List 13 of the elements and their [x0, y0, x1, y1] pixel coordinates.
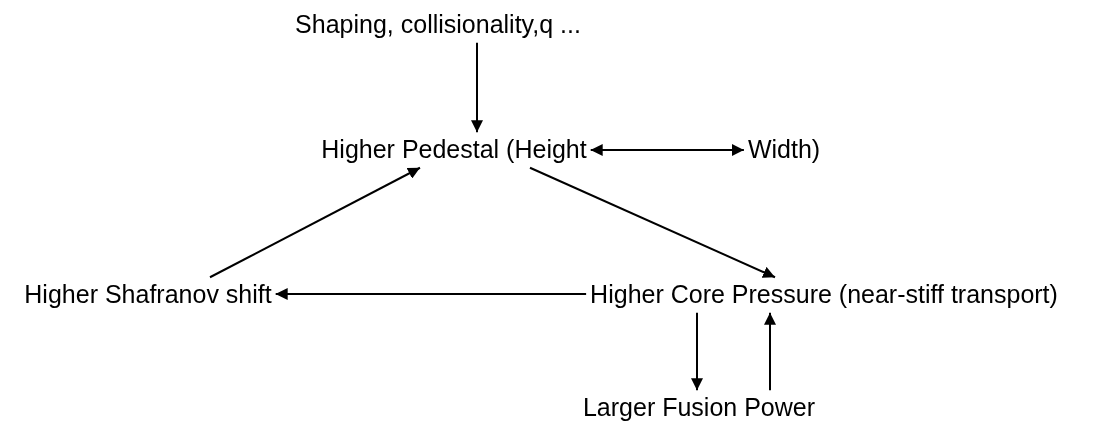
node-label: Shaping, collisionality,q ... — [295, 11, 581, 39]
node-label: Higher Core Pressure (near-stiff transport) — [590, 281, 1058, 309]
node-label: Width) — [747, 136, 821, 164]
arrow — [529, 166, 776, 279]
node-label: Larger Fusion Power — [582, 394, 816, 422]
node-label: Higher Shafranov shift — [24, 281, 272, 309]
node-label: Higher Pedestal (Height — [321, 136, 587, 164]
arrow — [209, 166, 421, 279]
arrow — [764, 311, 776, 392]
arrow — [589, 144, 745, 156]
arrow — [274, 288, 588, 300]
arrow — [471, 41, 483, 134]
arrow — [691, 311, 703, 392]
